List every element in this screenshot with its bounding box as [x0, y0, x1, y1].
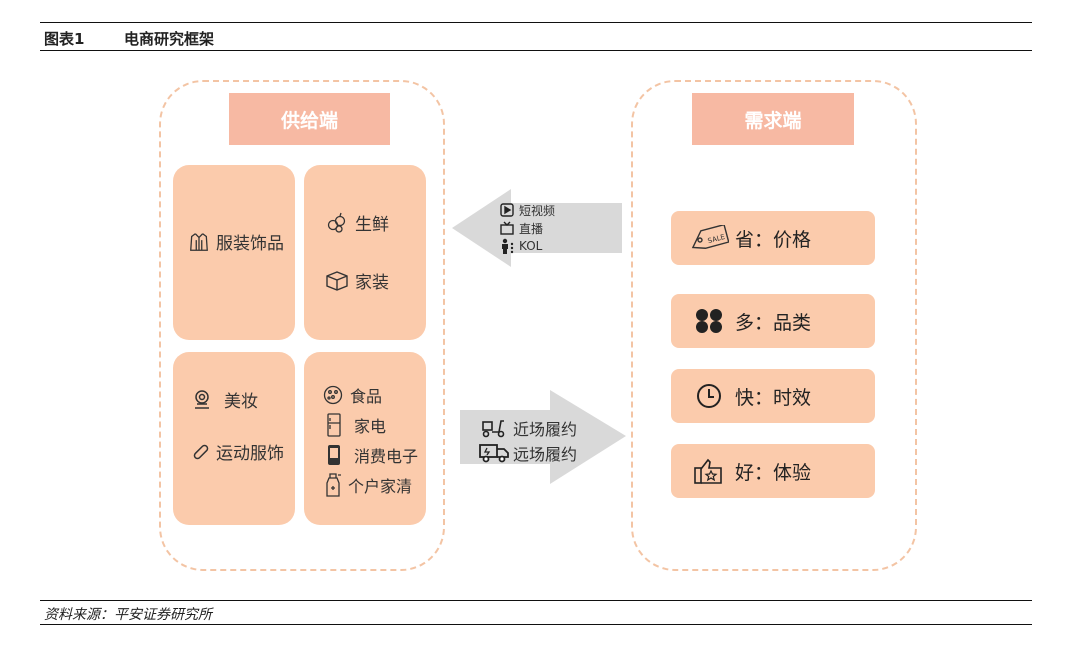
footer-bottom-rule: [40, 624, 1032, 625]
demand-label: 快：时效: [735, 386, 812, 409]
supply-cell-fresh-home: [304, 165, 426, 340]
fruit-icon: [325, 211, 349, 235]
supply-item-appliance: 家电: [326, 413, 386, 437]
supply-item-apparel: 服装饰品: [188, 229, 284, 254]
supply-item-electronics: 消费电子: [326, 443, 418, 467]
thumbs-up-icon: [689, 457, 729, 485]
box-icon: [325, 270, 349, 292]
supply-cell-goods: [304, 352, 426, 525]
video-icon: [499, 203, 515, 217]
supply-panel: [159, 80, 445, 571]
footer-top-rule: [40, 600, 1032, 601]
tv-icon: [499, 221, 515, 235]
fulfilment-list: 近场履约 远场履约: [479, 415, 577, 465]
supply-item-fresh: 生鲜: [325, 210, 389, 235]
supply-item-label: 个户家清: [348, 477, 413, 496]
jacket-icon: [188, 231, 210, 253]
supply-item-label: 生鲜: [355, 215, 389, 235]
food-icon: [322, 384, 344, 406]
scooter-icon: [479, 418, 509, 438]
truck-icon: [479, 443, 509, 463]
fridge-icon: [326, 413, 342, 437]
demand-item-experience: 好：体验: [671, 444, 875, 498]
demand-label: 省：价格: [735, 228, 812, 251]
supply-item-cleaning: 个户家清: [324, 473, 412, 497]
supply-item-label: 消费电子: [354, 447, 419, 466]
demand-panel: [631, 80, 917, 571]
demand-item-category: 多：品类: [671, 294, 875, 348]
demand-label: 好：体验: [735, 461, 812, 484]
figure-title: 电商研究框架: [124, 30, 215, 48]
channel-item: 短视频: [499, 201, 555, 219]
supply-item-label: 美妆: [224, 392, 258, 412]
content-channel-arrow: [452, 189, 622, 267]
demand-title: 需求端: [692, 93, 854, 145]
title-rule: [40, 50, 1032, 51]
fulfilment-item: 近场履约: [479, 415, 577, 440]
supply-item-food: 食品: [322, 383, 382, 407]
clock-icon: [689, 383, 729, 409]
grid-icon: [689, 308, 729, 334]
fulfilment-label: 近场履约: [513, 419, 578, 439]
spray-bottle-icon: [324, 473, 342, 497]
supply-item-label: 食品: [350, 387, 383, 406]
channel-item: 直播: [499, 219, 555, 237]
source-note: 资料来源：平安证券研究所: [44, 607, 212, 623]
supply-item-label: 运动服饰: [216, 444, 284, 464]
supply-item-home: 家装: [325, 268, 389, 293]
bandage-icon: [192, 443, 210, 461]
demand-item-speed: 快：时效: [671, 369, 875, 423]
fulfilment-label: 远场履约: [513, 444, 578, 464]
supply-cell-apparel: [173, 165, 295, 340]
supply-cell-beauty-sports: [173, 352, 295, 525]
demand-item-price: SALE 省：价格: [671, 211, 875, 265]
content-channel-list: 短视频 直播 KOL: [499, 201, 555, 255]
channel-label: 直播: [519, 221, 544, 236]
channel-label: 短视频: [519, 203, 556, 218]
channel-label: KOL: [519, 239, 543, 253]
channel-item: KOL: [499, 237, 555, 255]
phone-icon: [326, 444, 342, 466]
figure-label: 图表1: [44, 30, 85, 48]
price-tag-icon: SALE: [689, 225, 729, 251]
person-icon: [499, 238, 515, 254]
supply-item-beauty: 美妆: [192, 387, 258, 412]
supply-item-label: 服装饰品: [216, 234, 284, 254]
fulfilment-item: 远场履约: [479, 440, 577, 465]
makeup-icon: [192, 389, 212, 411]
supply-item-sportswear: 运动服饰: [192, 439, 284, 464]
supply-item-label: 家装: [355, 273, 389, 293]
demand-label: 多：品类: [735, 311, 812, 334]
supply-title: 供给端: [229, 93, 390, 145]
supply-item-label: 家电: [354, 417, 387, 436]
top-rule: [40, 22, 1032, 23]
